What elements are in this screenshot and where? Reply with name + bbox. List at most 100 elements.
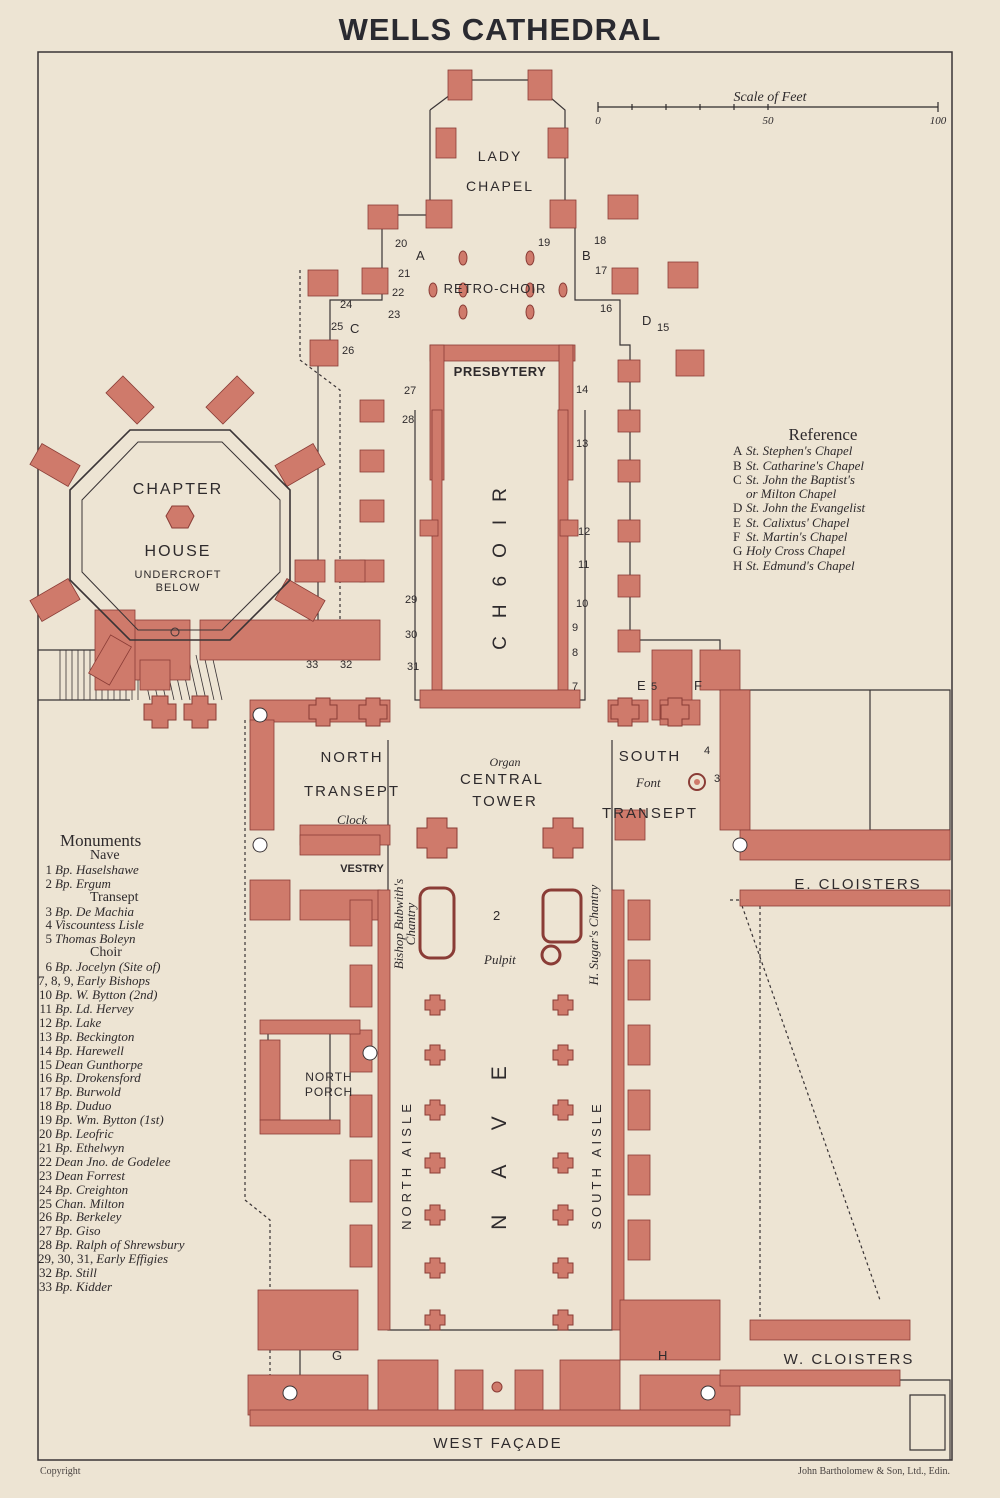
masonry-block xyxy=(349,1094,373,1138)
monument-number: 22 xyxy=(39,1153,52,1169)
reference-text: St. Martin's Chapel xyxy=(746,529,848,545)
chapel-letter-e: E xyxy=(637,678,646,693)
monument-number: 18 xyxy=(39,1098,52,1114)
reference-text: St. Stephen's Chapel xyxy=(746,443,853,459)
reference-text: St. John the Evangelist xyxy=(746,500,866,516)
label-central: CENTRAL xyxy=(460,771,544,788)
monument-name: Viscountess Lisle xyxy=(55,917,144,933)
monument-name: Dean Gunthorpe xyxy=(55,1056,143,1072)
masonry-block xyxy=(739,829,951,861)
monument-name: Bp. Burwold xyxy=(55,1084,121,1100)
monument-marker-5: 5 xyxy=(651,681,657,693)
label-vestry: VESTRY xyxy=(340,863,384,875)
monument-name: Bp. Harewell xyxy=(55,1042,124,1058)
chapel-letter-f: F xyxy=(694,678,702,693)
monument-number: 28 xyxy=(39,1237,52,1253)
masonry-block xyxy=(749,1319,911,1341)
masonry-block xyxy=(249,879,291,921)
font-basin-center xyxy=(694,779,700,785)
monument-name: Bp. W. Bytton (2nd) xyxy=(55,986,158,1002)
label-undercroft-2: BELOW xyxy=(156,582,201,594)
chapter-buttress xyxy=(29,443,81,487)
masonry-block xyxy=(719,689,751,831)
chapel-letter-b: B xyxy=(582,248,591,263)
masonry-block xyxy=(309,339,339,367)
label-tower: TOWER xyxy=(472,793,538,810)
masonry-block xyxy=(627,1154,651,1196)
monument-number: 13 xyxy=(39,1028,52,1044)
masonry-block xyxy=(435,127,457,159)
chapel-letter-h: H xyxy=(658,1348,667,1363)
monument-name: Bp. Jocelyn (Site of) xyxy=(55,959,161,975)
chapter-buttress xyxy=(105,375,155,425)
label-nave: NAVE xyxy=(488,1030,511,1230)
monument-name: Chan. Milton xyxy=(55,1195,125,1211)
masonry-block xyxy=(419,689,581,709)
masonry-block xyxy=(617,359,641,383)
monument-name: Bp. De Machia xyxy=(55,903,135,919)
stair-tread xyxy=(195,654,207,701)
nave-pier xyxy=(552,1204,574,1226)
masonry-block xyxy=(699,649,741,691)
monuments-heading: Monuments xyxy=(60,831,142,850)
retro-choir-column xyxy=(558,282,568,298)
monument-marker-27: 27 xyxy=(404,385,416,397)
masonry-block xyxy=(359,499,385,523)
monument-number: 27 xyxy=(39,1223,52,1239)
label-north-transept-2: TRANSEPT xyxy=(304,783,400,800)
monument-name: Bp. Drokensford xyxy=(55,1070,141,1086)
label-north-aisle: NORTH AISLE xyxy=(399,1100,414,1230)
reference-key: E xyxy=(733,514,741,530)
label-south-aisle: SOUTH AISLE xyxy=(589,1100,604,1229)
monument-name: Bp. Leofric xyxy=(55,1126,114,1142)
scale-bar xyxy=(597,102,939,112)
monument-name: Bp. Ralph of Shrewsbury xyxy=(55,1237,185,1253)
chapel-letter-a: A xyxy=(416,248,425,263)
reference-item: or Milton Chapel xyxy=(733,487,953,501)
monument-number: 4 xyxy=(45,917,53,933)
footer-publisher: John Bartholomew & Son, Ltd., Edin. xyxy=(798,1466,950,1477)
masonry-block xyxy=(454,1369,484,1411)
monument-marker-29: 29 xyxy=(405,594,417,606)
masonry-block xyxy=(527,69,553,101)
masonry-block xyxy=(349,899,373,947)
masonry-block xyxy=(627,899,651,941)
monument-marker-21: 21 xyxy=(398,268,410,280)
monument-marker-31: 31 xyxy=(407,661,419,673)
chapter-buttress xyxy=(29,578,81,622)
masonry-block xyxy=(617,574,641,598)
reference-text: or Milton Chapel xyxy=(746,486,837,502)
font-basin xyxy=(688,773,706,791)
monument-marker-22: 22 xyxy=(392,287,404,299)
monument-number: 2 xyxy=(45,875,53,891)
masonry-block xyxy=(249,719,275,831)
nave-pier xyxy=(552,1309,574,1331)
masonry-block xyxy=(429,344,576,362)
masonry-block xyxy=(619,1299,721,1361)
masonry-block xyxy=(259,1039,281,1121)
label-south-transept-2: TRANSEPT xyxy=(602,805,698,822)
monument-marker-14: 14 xyxy=(576,384,588,396)
monument-name: Bp. Giso xyxy=(55,1223,101,1239)
monument-marker-10: 10 xyxy=(576,598,588,610)
monument-name: Bp. Berkeley xyxy=(55,1209,122,1225)
masonry-block xyxy=(557,409,569,691)
masonry-block xyxy=(611,889,625,1331)
monument-marker-24: 24 xyxy=(340,299,352,311)
monument-marker-7: 7 xyxy=(572,681,578,693)
transept-pier xyxy=(610,697,640,727)
